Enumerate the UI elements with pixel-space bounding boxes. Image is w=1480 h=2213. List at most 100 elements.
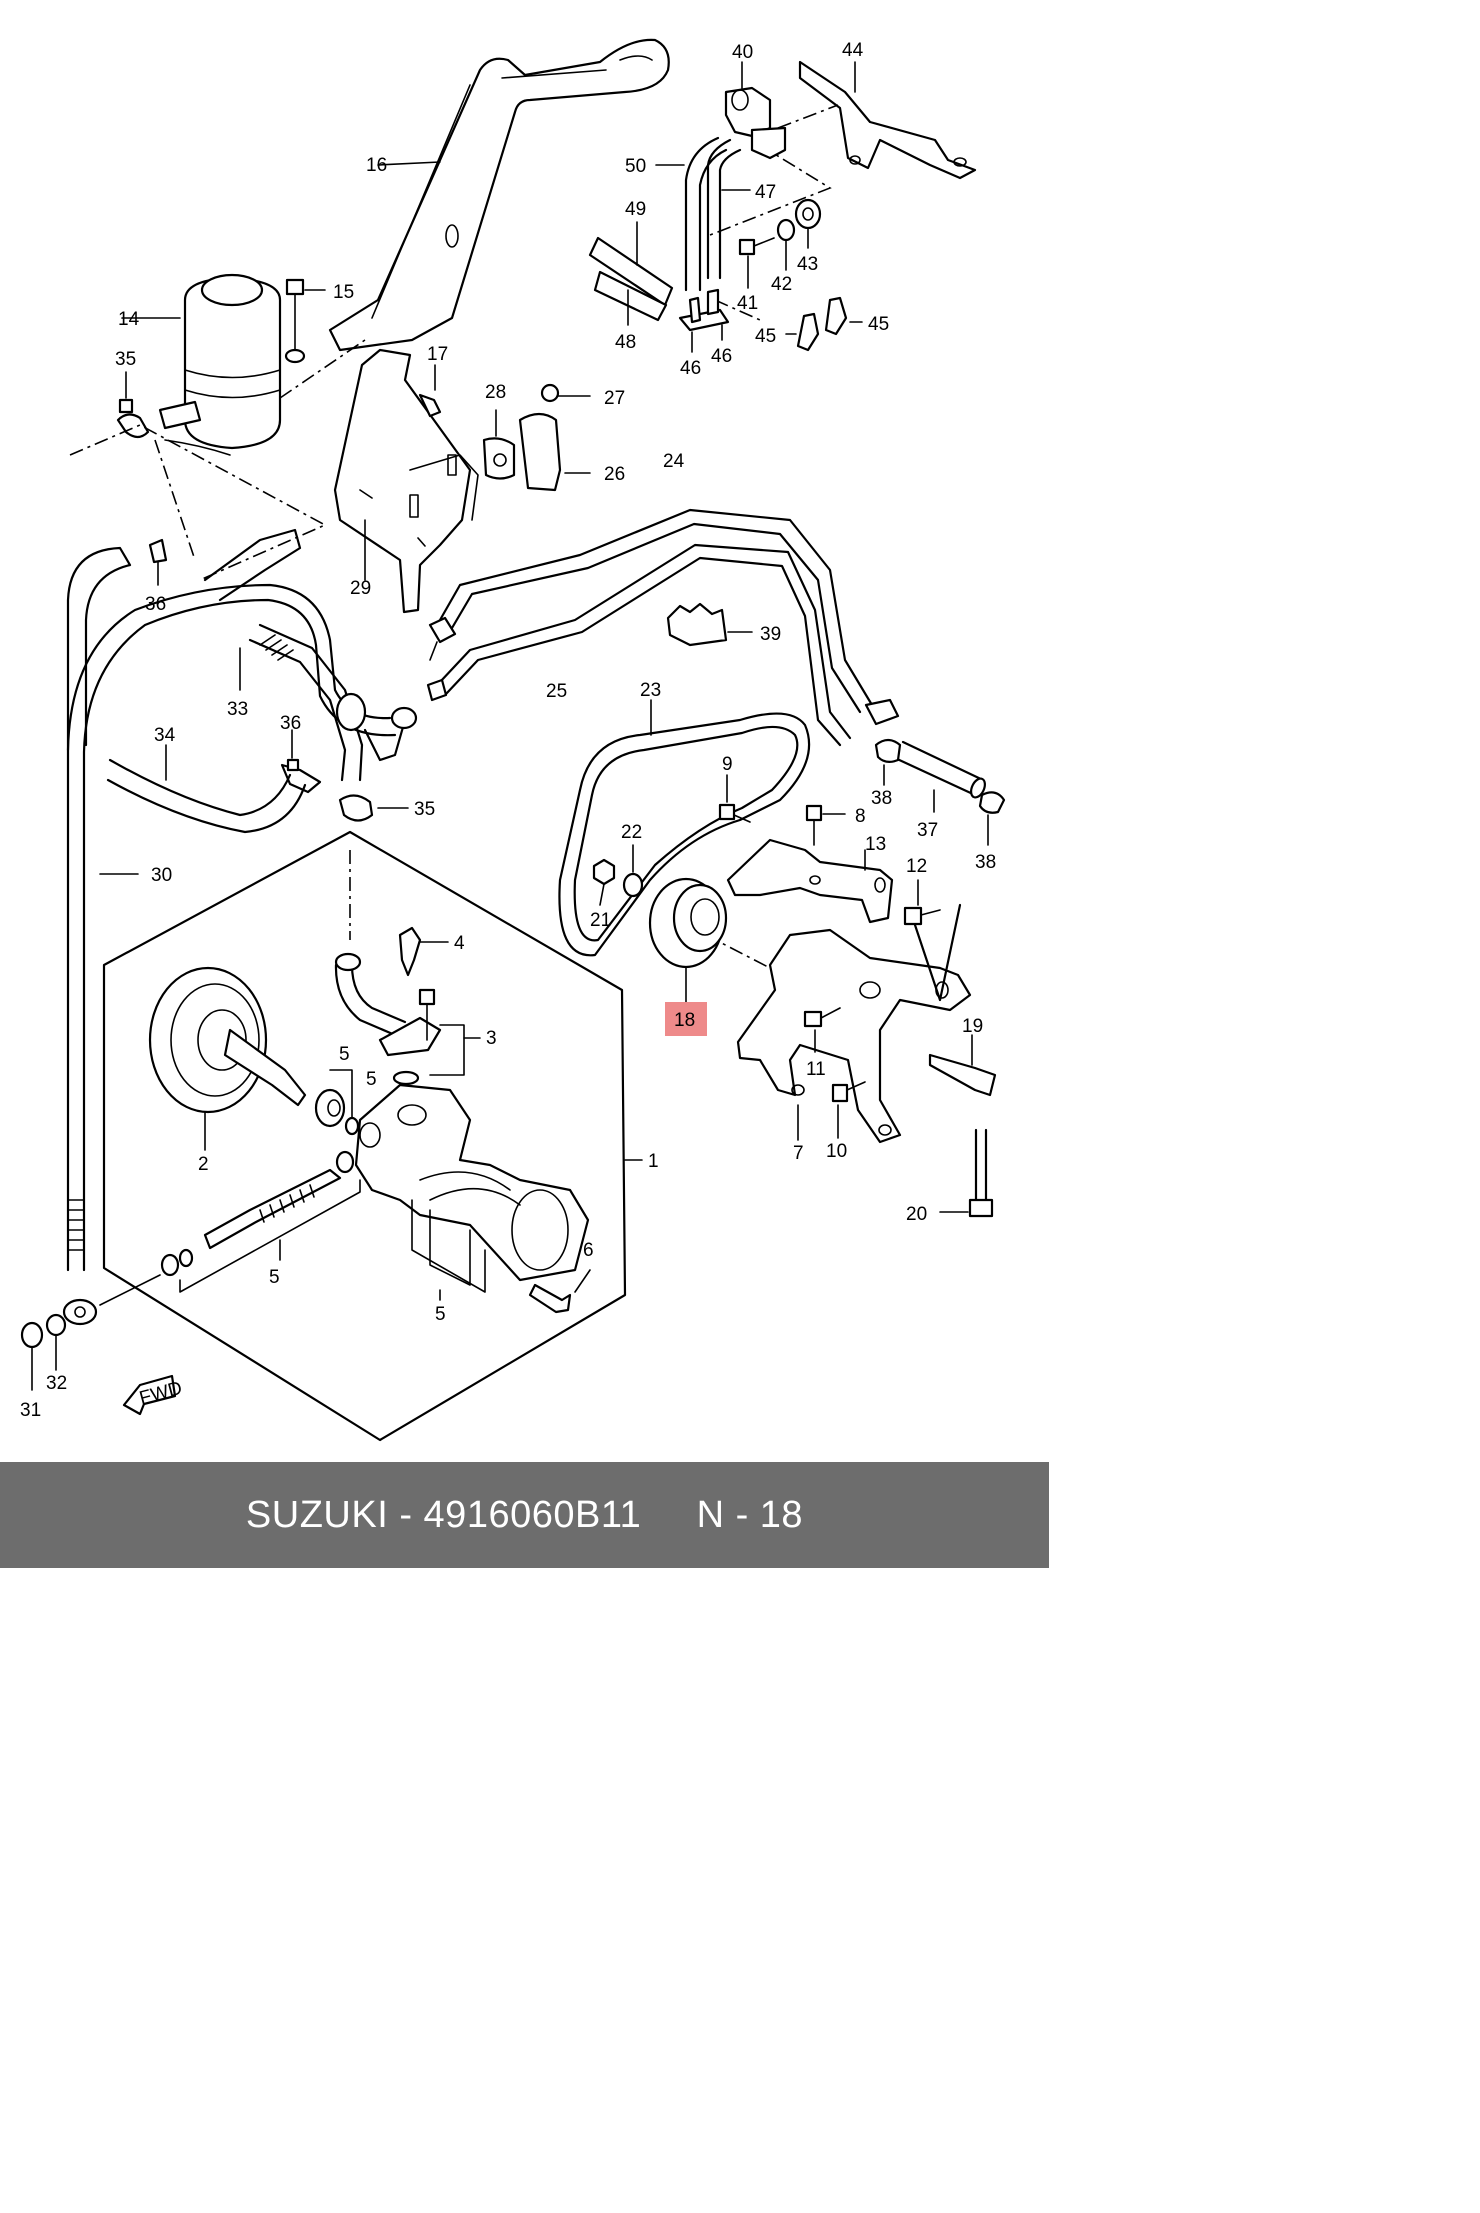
pipe-25 [426, 543, 852, 747]
callout-38: 38 [871, 788, 892, 809]
pipe-24 [438, 508, 900, 726]
stud-19 [928, 1034, 997, 1097]
callout-19: 19 [962, 1016, 983, 1037]
connector-45-b [824, 296, 863, 336]
callout-23: 23 [640, 680, 661, 701]
callout-34: 34 [154, 725, 176, 746]
washer-22 [622, 844, 644, 898]
hose-34 [66, 546, 307, 834]
callout-35: 35 [115, 349, 136, 370]
callout-46: 46 [680, 358, 701, 379]
callout-8: 8 [855, 806, 866, 827]
callout-27: 27 [604, 388, 625, 409]
fitting-30-end [99, 1274, 161, 1306]
clamp-38-a [874, 738, 902, 786]
callout-47: 47 [755, 182, 776, 203]
callout-5: 5 [339, 1044, 350, 1065]
footer-ref-number: 18 [759, 1493, 804, 1536]
callout-41: 41 [737, 293, 758, 314]
callout-50: 50 [625, 156, 646, 177]
hose-37 [893, 740, 986, 813]
pump-body [354, 1083, 590, 1282]
callout-24: 24 [663, 451, 685, 472]
footer-brand: SUZUKI [245, 1493, 389, 1536]
shaft-5 [160, 1150, 361, 1293]
callout-11: 11 [806, 1059, 826, 1080]
callout-2: 2 [198, 1154, 209, 1175]
bracket-7 [736, 903, 972, 1144]
collar-42 [776, 218, 796, 271]
reservoir-14 [121, 273, 282, 456]
callout-31: 31 [20, 1400, 41, 1421]
callout-29: 29 [350, 578, 371, 599]
callout-43: 43 [797, 254, 818, 275]
callout-40: 40 [732, 42, 753, 63]
callout-48: 48 [615, 332, 636, 353]
callout-1: 1 [648, 1151, 659, 1172]
fwd-arrow-icon: FWD [122, 1374, 184, 1416]
clamp-26 [518, 412, 591, 492]
callout-12: 12 [906, 856, 927, 877]
belt-23 [558, 699, 811, 957]
callout-45: 45 [755, 326, 776, 347]
callout-10: 10 [826, 1141, 847, 1162]
callout-26: 26 [604, 464, 625, 485]
callout-36: 36 [145, 594, 166, 615]
clip-36-top [148, 538, 168, 586]
callout-16: 16 [366, 155, 387, 176]
upper-bracket-16 [328, 38, 670, 352]
bolt-10 [831, 1081, 866, 1139]
callout-35: 35 [414, 799, 435, 820]
parts-diagram: FWD 18 123455556789101112131415161719202… [20, 38, 1006, 1442]
callout-21: 21 [590, 910, 611, 931]
callout-33: 33 [227, 699, 248, 720]
callout-49: 49 [625, 199, 646, 220]
clamp-35-mid [338, 794, 409, 822]
clamp-35-top [116, 371, 150, 439]
bolt-20 [939, 1128, 994, 1218]
footer-part-number: 4916060B11 [423, 1493, 642, 1536]
callout-28: 28 [485, 382, 506, 403]
nut-21 [592, 858, 616, 906]
callout-46: 46 [711, 346, 732, 367]
connector-45-a [785, 312, 820, 352]
idler-pulley-18 [648, 877, 728, 1003]
callout-14: 14 [118, 309, 140, 330]
callout-42: 42 [771, 274, 792, 295]
pump-assembly-box [102, 830, 643, 1442]
callout-6: 6 [583, 1240, 594, 1261]
callout-25: 25 [546, 681, 567, 702]
bolt-11 [803, 1007, 841, 1053]
highlight-box-18 [665, 1002, 707, 1036]
callout-17: 17 [427, 344, 448, 365]
clip-36-mid [280, 729, 322, 794]
guide-lines [69, 104, 839, 969]
callout-13: 13 [865, 834, 886, 855]
bolt-17 [418, 364, 442, 418]
callout-20: 20 [906, 1204, 927, 1225]
mount-bracket-29 [333, 348, 479, 614]
sensor-4 [398, 926, 449, 977]
tee-46 [678, 288, 730, 353]
bolt-41 [738, 237, 775, 289]
svg-text:FWD: FWD [137, 1378, 184, 1409]
bolt-15 [284, 278, 326, 364]
hose-47 [706, 138, 751, 280]
ring-group-5 [411, 1199, 486, 1301]
pulley-2 [148, 966, 307, 1151]
callout-22: 22 [621, 822, 642, 843]
hose-50 [655, 136, 728, 292]
clip-39 [666, 602, 753, 647]
callout-15: 15 [333, 282, 354, 303]
callout-45: 45 [868, 314, 889, 335]
washers-31-32 [20, 1313, 67, 1391]
bolt-3 [418, 988, 436, 1041]
footer-bar: SUZUKI - 4916060B11 N - 18 [0, 1462, 1049, 1568]
nut-27 [540, 383, 591, 403]
fitting-24 [428, 616, 457, 661]
callout-labels: 1234555567891011121314151617192021222324… [20, 40, 996, 1421]
footer-separator: - [388, 1493, 424, 1536]
callout-37: 37 [917, 820, 938, 841]
callout-5: 5 [366, 1069, 377, 1090]
clamp-38-b [978, 791, 1006, 846]
